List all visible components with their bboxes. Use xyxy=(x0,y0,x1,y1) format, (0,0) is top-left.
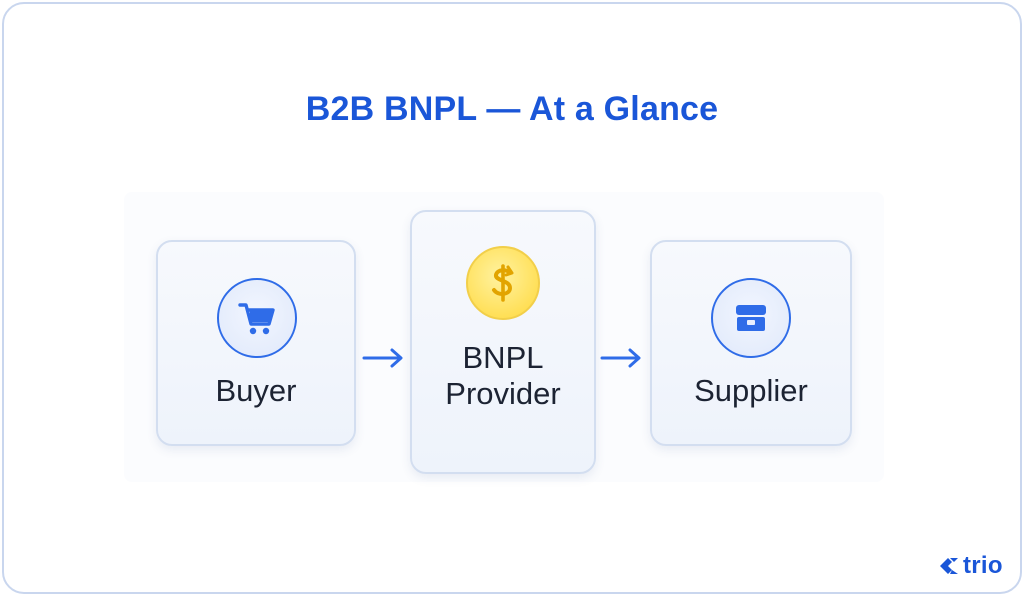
bnpl-provider-label-line1: BNPL xyxy=(462,340,544,375)
trio-logo-text: trio xyxy=(963,552,1003,579)
arrow-right-icon xyxy=(600,348,641,368)
trio-logo-mark-icon xyxy=(940,558,958,574)
buyer-label: Buyer xyxy=(215,373,297,408)
dollar-coin-icon xyxy=(466,246,540,320)
storefront-icon xyxy=(711,278,791,358)
bnpl-provider-label-line2: Provider xyxy=(445,376,561,411)
shopping-cart-icon xyxy=(217,278,297,358)
diagram-title: B2B BNPL — At a Glance xyxy=(305,90,719,128)
arrow-right-icon xyxy=(362,348,403,368)
supplier-label: Supplier xyxy=(694,373,808,408)
bnpl-provider-label: BNPL Provider xyxy=(410,340,596,412)
trio-logo: trio xyxy=(938,552,1003,580)
